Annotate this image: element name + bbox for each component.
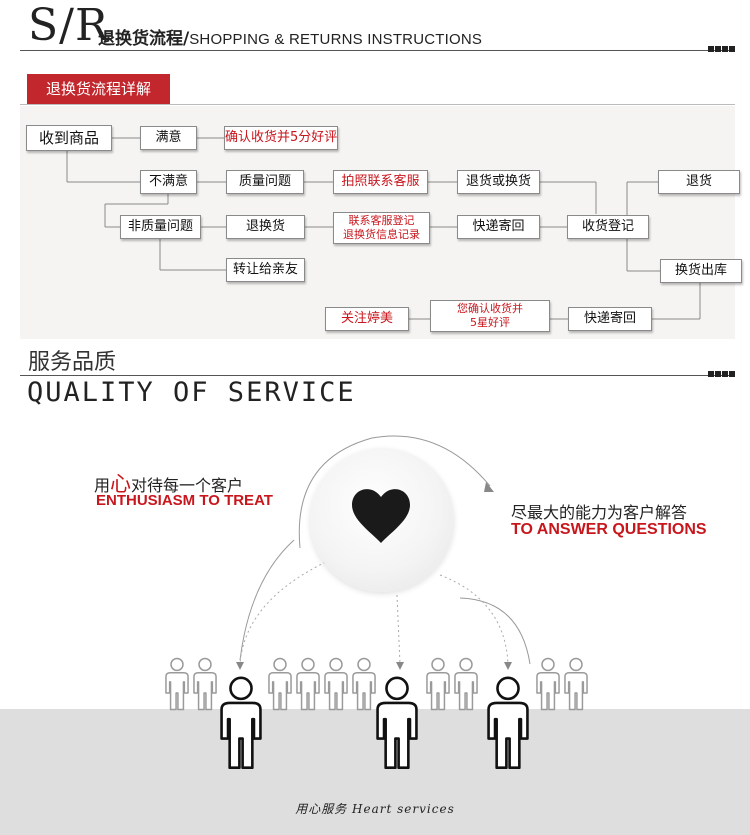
person-icon (352, 657, 376, 711)
node-confirm5-line2: 5星好评 (470, 316, 510, 329)
node-register-line1: 联系客服登记 (348, 214, 415, 227)
left-slogan-heart: 心 (110, 472, 132, 496)
person-icon (193, 657, 217, 711)
right-slogan-en: TO ANSWER QUESTIONS (511, 521, 707, 538)
node-express-send: 快递寄回 (457, 215, 540, 239)
node-return-or-exchange: 退货或换货 (457, 170, 540, 194)
node-satisfied: 满意 (140, 126, 197, 150)
left-slogan-post: 对待每一个客户 (131, 476, 244, 495)
node-return-exchange: 退换货 (226, 215, 305, 239)
person-icon (324, 657, 348, 711)
header-title: 退换货流程/SHOPPING & RETURNS INSTRUCTIONS (98, 24, 482, 49)
node-transfer-friend: 转让给亲友 (226, 258, 305, 282)
quality-divider (20, 375, 735, 376)
header-squares (708, 46, 735, 52)
sr-logo: S/R (28, 0, 110, 51)
header-title-en: SHOPPING & RETURNS INSTRUCTIONS (189, 31, 483, 48)
footer-caption: 用心服务 Heart services (295, 802, 455, 816)
right-slogan-cn: 尽最大的能力为客户解答 (511, 503, 688, 522)
person-icon (376, 676, 418, 770)
node-non-quality: 非质量问题 (120, 215, 201, 239)
node-receive: 收到商品 (26, 125, 112, 151)
person-icon (296, 657, 320, 711)
person-icon (220, 676, 262, 770)
person-icon (564, 657, 588, 711)
node-quality-issue: 质量问题 (226, 170, 304, 194)
node-unsatisfied: 不满意 (140, 170, 197, 194)
page-header: S/R 退换货流程/SHOPPING & RETURNS INSTRUCTION… (28, 0, 482, 51)
left-slogan-pre: 用 (94, 476, 111, 495)
node-express-back: 快递寄回 (568, 307, 652, 331)
heart-icon (352, 489, 410, 543)
node-register-info: 联系客服登记 退换货信息记录 (333, 212, 430, 244)
person-icon (536, 657, 560, 711)
person-icon (165, 657, 189, 711)
header-title-cn: 退换货流程/ (98, 29, 190, 49)
quality-squares (708, 371, 735, 377)
person-icon (268, 657, 292, 711)
node-receive-register: 收货登记 (567, 215, 649, 239)
left-slogan-en: ENTHUSIASM TO TREAT (96, 492, 273, 509)
person-icon (487, 676, 529, 770)
node-confirm-review: 确认收货并5分好评 (224, 126, 338, 150)
person-icon (426, 657, 450, 711)
node-confirm5-line1: 您确认收货并 (457, 302, 523, 315)
left-slogan-cn: 用心对待每一个客户 (94, 468, 243, 498)
person-icon (454, 657, 478, 711)
node-confirm-5star: 您确认收货并 5星好评 (430, 300, 550, 332)
node-follow: 关注婷美 (325, 307, 409, 331)
node-register-line2: 退换货信息记录 (343, 228, 420, 241)
flow-tag-line (20, 104, 735, 105)
node-exchange-out: 换货出库 (660, 259, 742, 283)
quality-title-cn: 服务品质 (28, 350, 117, 375)
node-contact-service: 拍照联系客服 (333, 170, 428, 194)
floor-band (0, 709, 750, 835)
node-refund: 退货 (658, 170, 740, 194)
header-divider (20, 50, 735, 51)
flow-tag: 退换货流程详解 (27, 74, 170, 104)
quality-title-en: QUALITY OF SERVICE (27, 377, 356, 408)
